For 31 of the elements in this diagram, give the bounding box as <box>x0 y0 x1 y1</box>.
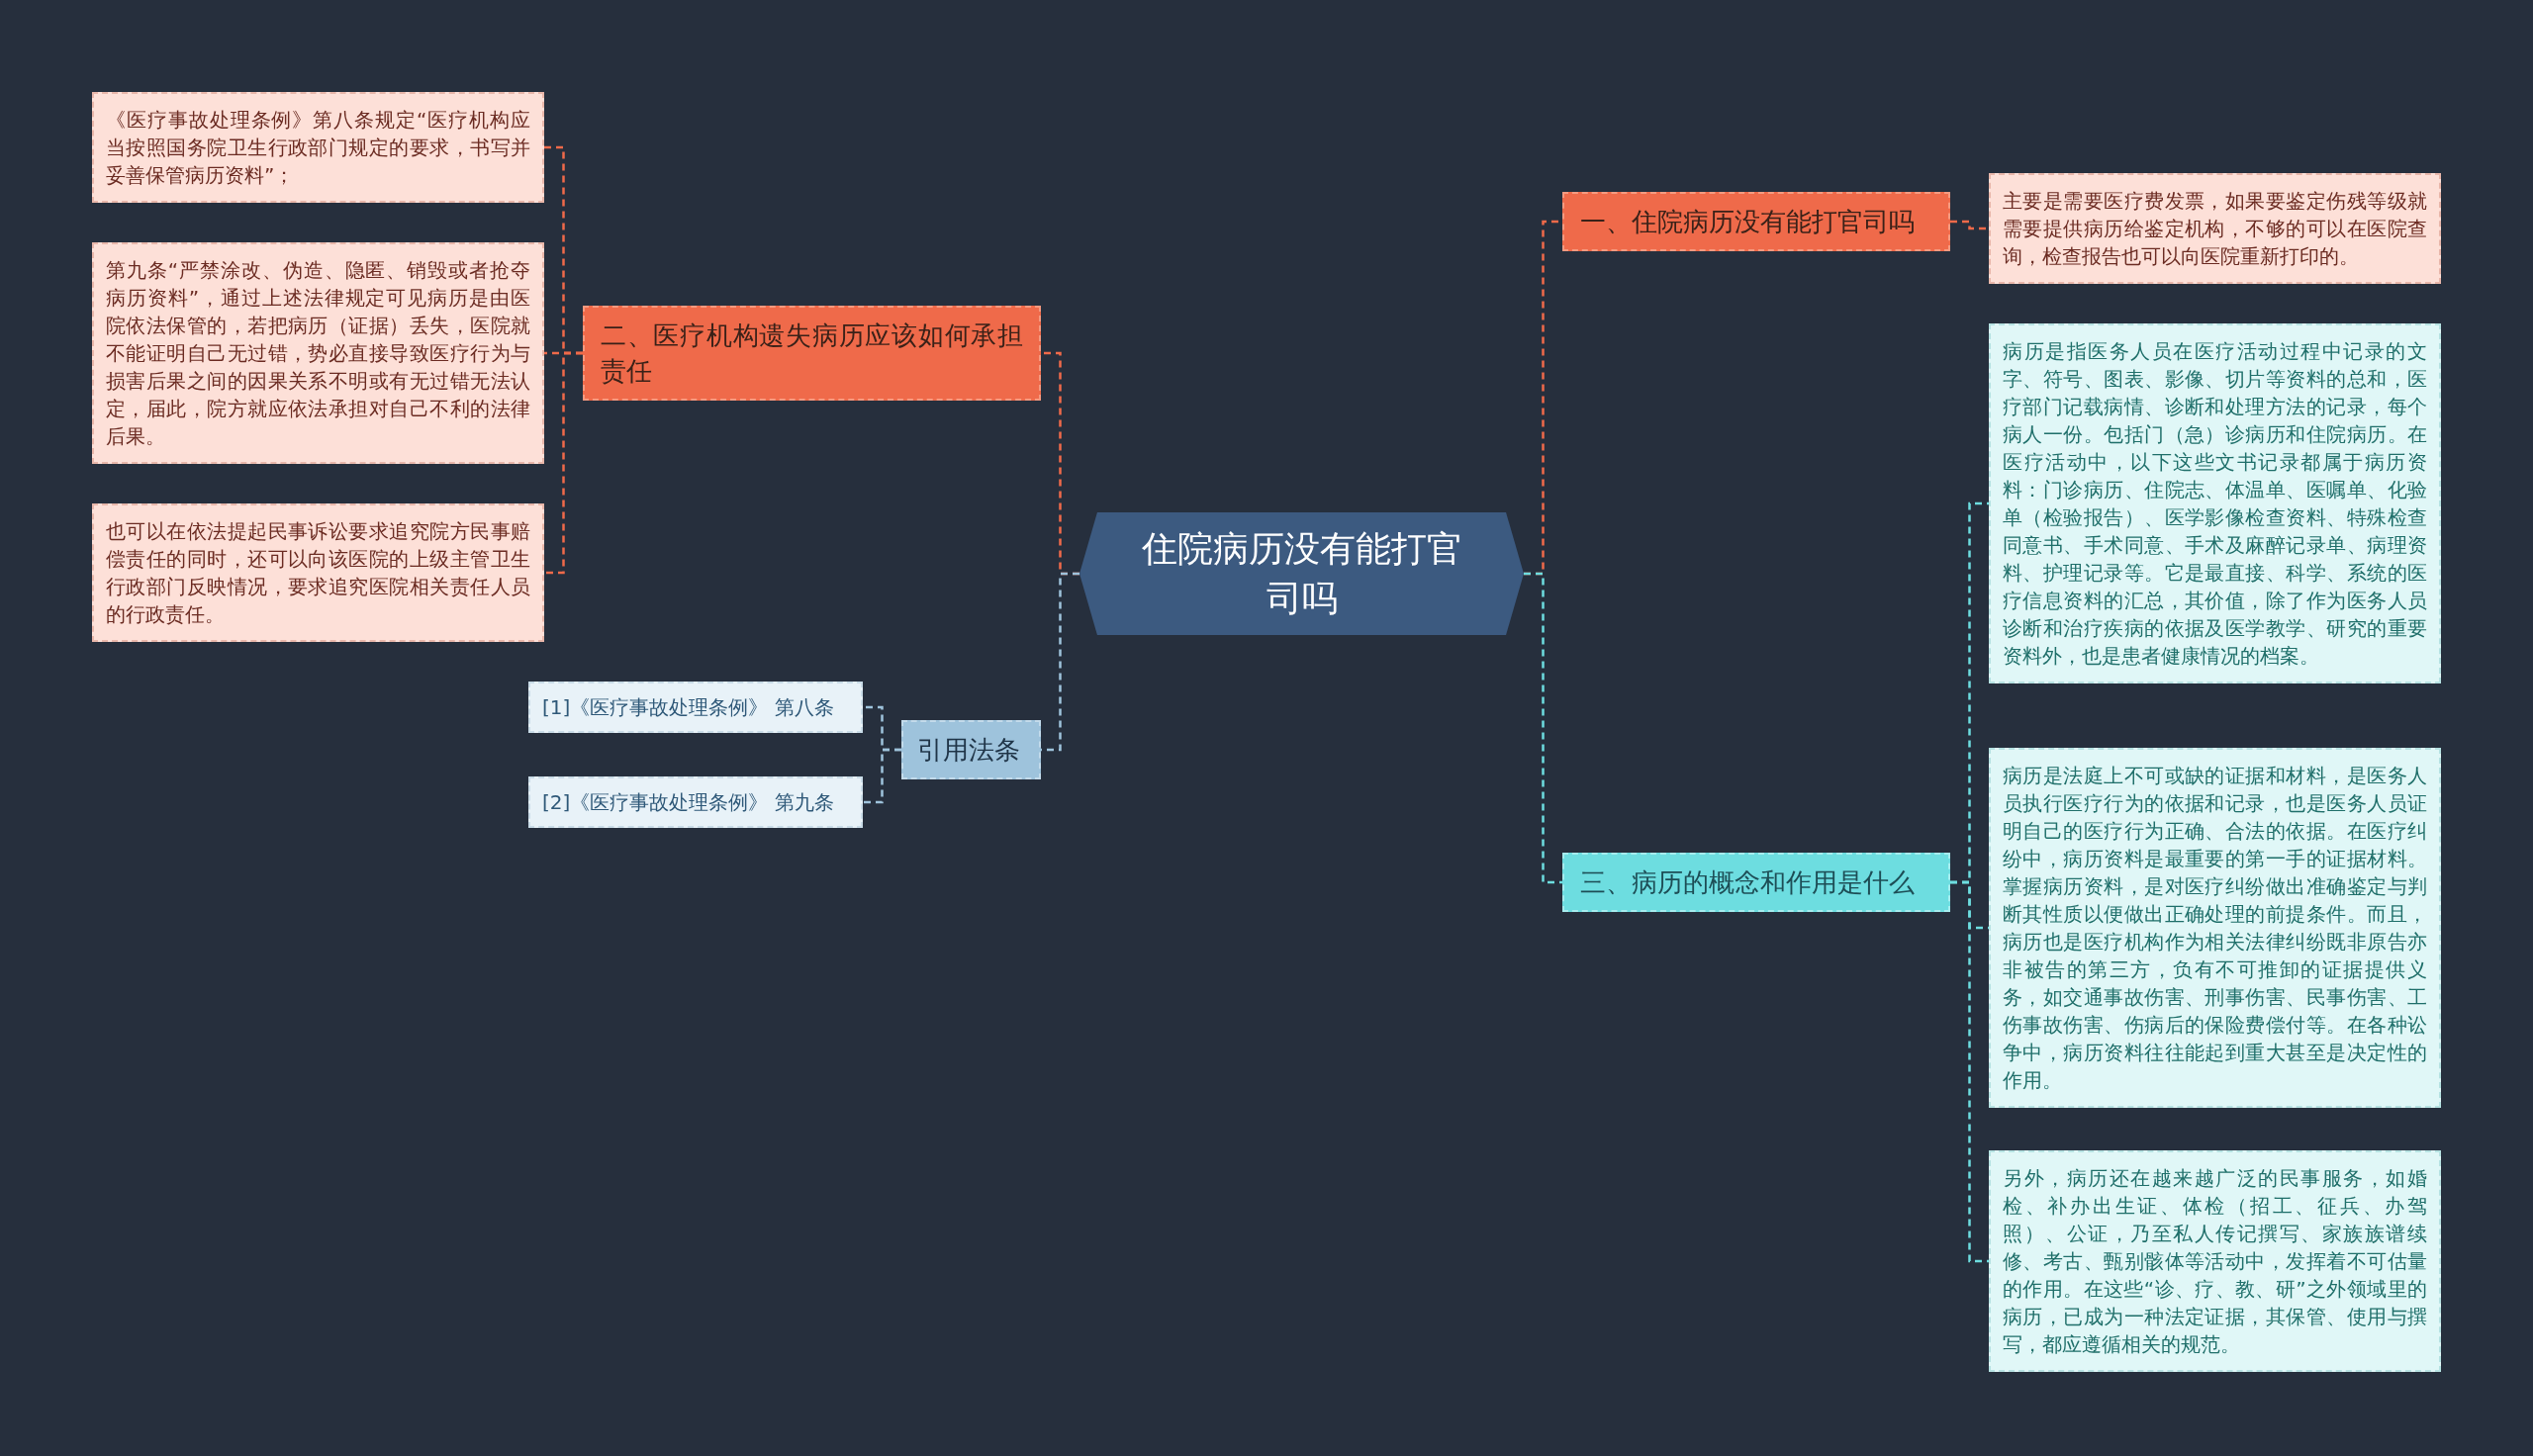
topic-box <box>1562 192 1950 251</box>
topic-box <box>1562 853 1950 912</box>
note-card <box>1989 173 2441 284</box>
topic-text: 主要是需要医疗费发票，如果要鉴定伤残等级就需要提供病历给鉴定机构，不够的可以在医院查询，检查报告也可以向医院重新打印的。 <box>2003 188 2427 270</box>
connector-line <box>1950 880 1989 1263</box>
connector-line <box>1950 220 1989 230</box>
topic-text: [1]《医疗事故处理条例》 第八条 <box>542 694 835 721</box>
central-topic <box>1079 512 1524 635</box>
topic-text: [2]《医疗事故处理条例》 第九条 <box>542 789 835 816</box>
topic-text: 病历是指医务人员在医疗活动过程中记录的文字、符号、图表、影像、切片等资料的总和，医疗部门记载病情、诊断和处理方法的记录，每个病人一份。包括门（急）诊病历和住院病历。在医疗活动中，以下这些文书记录都属于病历资料：门诊病历、住院志、体温单、医嘱单、化验单（检验报告）、医学影像检查资料、特殊检查同意书、手术同意、手术及麻醉记录单、病理资料、护理记录等。它是最直接、科学、系统的医疗信息资料的汇总，其价值，除了作为医务人员诊断和治疗疾病的依据及医学教学、研究的重要资料外，也是患者健康情况的档案。 <box>2003 338 2427 670</box>
connector-line <box>1524 572 1562 884</box>
topic-text: 一、住院病历没有能打官司吗 <box>1580 206 1916 238</box>
topic-text: 第九条“严禁涂改、伪造、隐匿、销毁或者抢夺病历资料”，通过上述法律规定可见病历是由医院依法保管的，若把病历（证据）丢失，医院就不能证明自己无过错，势必直接导致医疗行为与损害后果之间的因果关系不明或有无过错无法认定，届此，院方就应依法承担对自己不利的法律后果。 <box>106 257 530 450</box>
topic-text: 三、病历的概念和作用是什么 <box>1580 866 1916 899</box>
topic-text: 引用法条 <box>917 734 1021 767</box>
reference-card <box>528 776 863 828</box>
topic-text: 也可以在依法提起民事诉讼要求追究院方民事赔偿责任的同时，还可以向该医院的上级主管卫生行政部门反映情况，要求追究医院相关责任人员的行政责任。 <box>106 518 530 628</box>
connector-line <box>544 351 583 575</box>
topic-box <box>583 306 1041 401</box>
connector-line <box>863 748 901 804</box>
note-card <box>92 242 544 464</box>
topic-text: 另外，病历还在越来越广泛的民事服务，如婚检、补办出生证、体检（招工、征兵、办驾照）、公证，乃至私人传记撰写、家族族谱续修、考古、甄别骸体等活动中，发挥着不可估量的作用。在这些“诊、疗、教、研”之外领域里的病历，已成为一种法定证据，其保管、使用与撰写，都应遵循相关的规范。 <box>2003 1165 2427 1358</box>
topic-text: 病历是法庭上不可或缺的证据和材料，是医务人员执行医疗行为的依据和记录，也是医务人员证明自己的医疗行为正确、合法的依据。在医疗纠纷中，病历资料是最重要的第一手的证据材料。掌握病历资料，是对医疗纠纷做出准确鉴定与判断其性质以便做出正确处理的前提条件。而且，病历也是医疗机构作为相关法律纠纷既非原告亦非被告的第三方，负有不可推卸的证据提供义务，如交通事故伤害、刑事伤害、民事伤害、工伤事故伤害、伤病后的保险费偿付等。在各种讼争中，病历资料往往能起到重大甚至是决定性的作用。 <box>2003 763 2427 1094</box>
note-card <box>92 503 544 642</box>
note-card <box>1989 1150 2441 1372</box>
topic-text: 二、医疗机构遗失病历应该如何承担责任 <box>601 319 1023 388</box>
topic-text: 《医疗事故处理条例》第八条规定“医疗机构应当按照国务院卫生行政部门规定的要求，书写并妥善保管病历资料”； <box>106 107 530 189</box>
note-card <box>92 92 544 203</box>
topic-text: 住院病历没有能打官司吗 <box>1140 527 1463 620</box>
topic-box <box>901 720 1041 779</box>
reference-card <box>528 682 863 733</box>
